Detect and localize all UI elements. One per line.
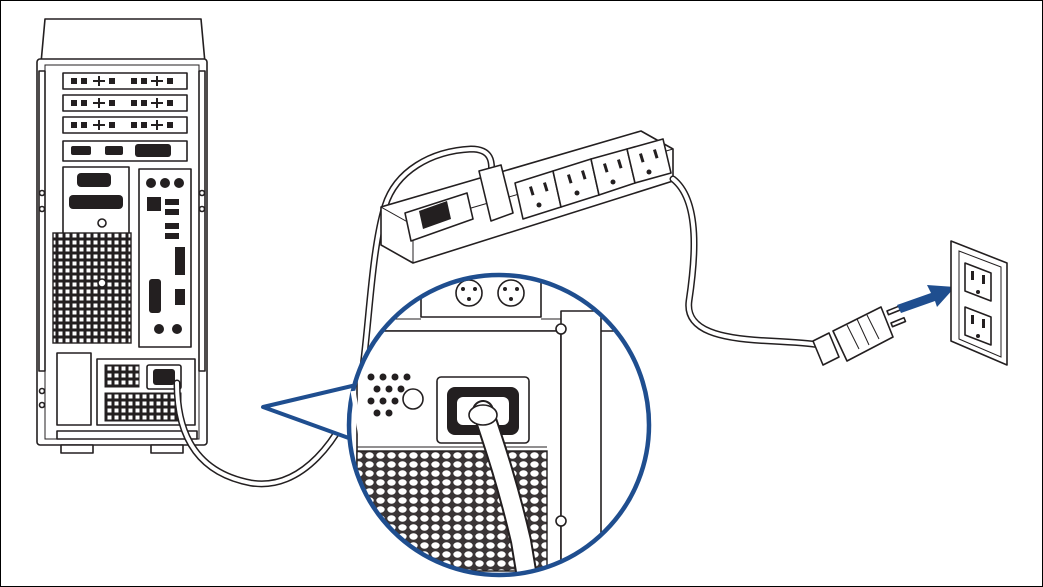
expansion-slots [62,72,188,162]
callout-lens-ring [346,272,652,578]
inserted-plug [478,164,514,222]
desktop-tower-rear [36,18,208,454]
magnified-callout [261,272,652,578]
wall-outlet [950,240,1008,366]
power-strip-switch [404,192,474,242]
power-strip-outlets [514,138,672,220]
power-strip [380,130,674,264]
rear-io-panel [52,166,192,348]
power-plug [812,304,907,366]
power-supply-unit [96,358,196,426]
insert-direction-arrow [897,285,955,313]
power-cord [173,145,496,488]
